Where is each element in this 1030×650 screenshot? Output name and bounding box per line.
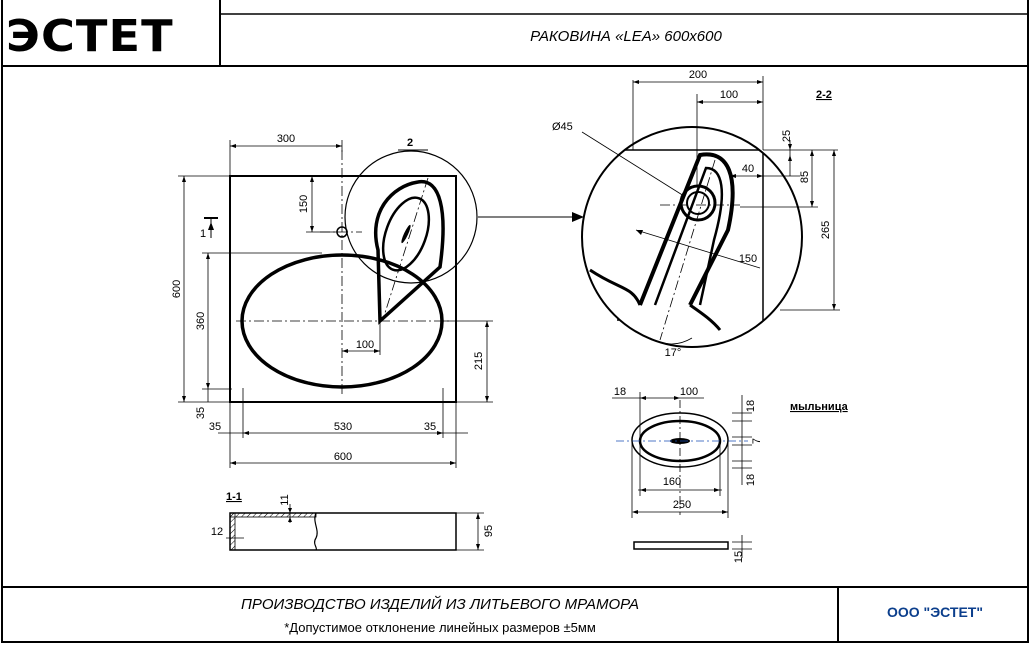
soap-dim-250: 250 — [673, 499, 691, 511]
dim-11: 11 — [279, 494, 291, 505]
dim-300: 300 — [277, 133, 295, 145]
detail-arrow — [572, 212, 584, 222]
soap-dim-15: 15 — [733, 551, 745, 563]
dim-35-right: 35 — [424, 421, 436, 433]
detail-2-label: 2 — [407, 137, 413, 149]
dim-angle-17: 17° — [665, 347, 682, 359]
company-logo: ЭСТЕТ — [6, 11, 174, 62]
dim-200: 200 — [689, 69, 707, 81]
dim-530: 530 — [334, 421, 352, 433]
sink-outline — [229, 175, 457, 403]
section-1-1: 1-1 11 12 95 — [211, 491, 495, 551]
footer-production-text: ПРОИЗВОДСТВО ИЗДЕЛИЙ ИЗ ЛИТЬЕВОГО МРАМОР… — [240, 596, 639, 613]
dim-600-left: 600 — [171, 280, 183, 298]
soap-dim-160: 160 — [663, 476, 681, 488]
dim-35-side: 35 — [195, 407, 207, 419]
footer-tolerance-note: *Допустимое отклонение линейных размеров… — [284, 620, 596, 635]
dim-600-bottom: 600 — [334, 451, 352, 463]
soap-dim-7: 7 — [751, 438, 763, 444]
section-2-2-label: 2-2 — [816, 89, 832, 101]
dim-360: 360 — [195, 312, 207, 330]
dim-215: 215 — [473, 352, 485, 370]
section-1-1-label: 1-1 — [226, 491, 242, 503]
dim-150-detail: 150 — [739, 253, 757, 265]
drawing-title: РАКОВИНА «LEA» 600х600 — [530, 28, 722, 45]
drain-slot — [401, 224, 411, 244]
dim-12: 12 — [211, 526, 223, 538]
soap-dim-18-left: 18 — [614, 386, 626, 398]
dim-150: 150 — [298, 195, 310, 213]
dim-35-left: 35 — [209, 421, 221, 433]
detail-2-view: 200 100 Ø45 25 40 85 265 150 17° 2-2 — [552, 69, 840, 359]
soap-dim-18-top: 18 — [745, 400, 757, 412]
dim-100-top: 100 — [720, 89, 738, 101]
detail-circle — [581, 126, 803, 348]
dim-phi45: Ø45 — [552, 121, 573, 133]
dim-100-center: 100 — [356, 339, 374, 351]
detail-2-circle — [344, 150, 478, 284]
dim-40: 40 — [742, 163, 754, 175]
plan-view: 2 1 — [171, 133, 584, 468]
company-name: ООО "ЭСТЕТ" — [887, 604, 983, 620]
soap-dim-18-bottom: 18 — [745, 474, 757, 486]
dim-85: 85 — [799, 171, 811, 183]
section-mark-1: 1 — [200, 228, 206, 240]
soap-dish-label: мыльница — [790, 401, 849, 413]
soap-dish-view: мыльница 18 100 18 7 18 160 — [612, 386, 849, 563]
dim-95: 95 — [483, 525, 495, 537]
dim-265: 265 — [820, 221, 832, 239]
soap-dish-shape — [373, 180, 445, 325]
soap-dish-inner — [381, 196, 431, 272]
soap-dim-100: 100 — [680, 386, 698, 398]
dim-25: 25 — [781, 130, 793, 142]
